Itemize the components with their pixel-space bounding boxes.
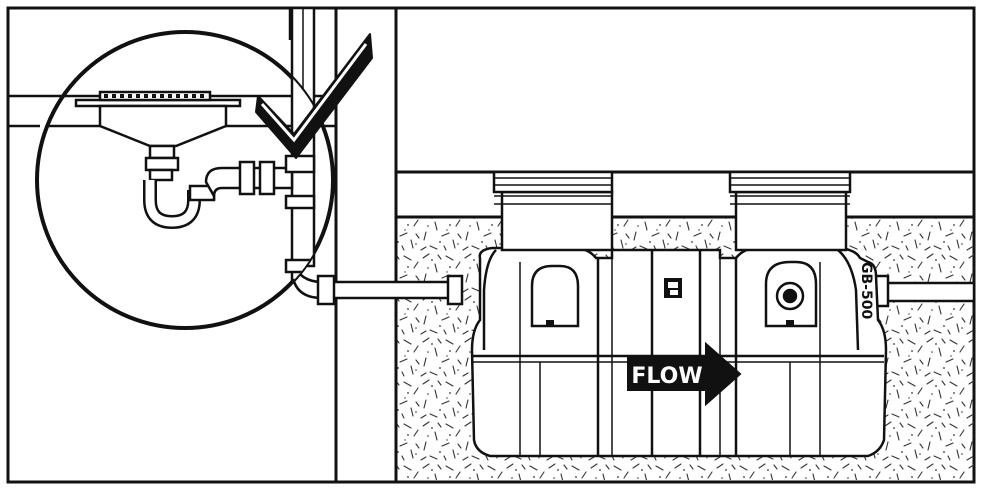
grease-tank <box>470 246 888 458</box>
sink-basin <box>98 104 228 148</box>
tank-model-label: GB-500 <box>858 262 874 319</box>
grade-line <box>396 170 974 219</box>
flow-arrow-icon <box>627 341 742 407</box>
brand-logo <box>664 278 682 298</box>
checkmark-icon <box>255 33 373 159</box>
riser-right <box>728 170 852 252</box>
sink-strainer <box>98 90 212 102</box>
riser-left <box>492 170 614 252</box>
p-trap <box>145 180 199 227</box>
flow-label: FLOW <box>631 364 702 389</box>
